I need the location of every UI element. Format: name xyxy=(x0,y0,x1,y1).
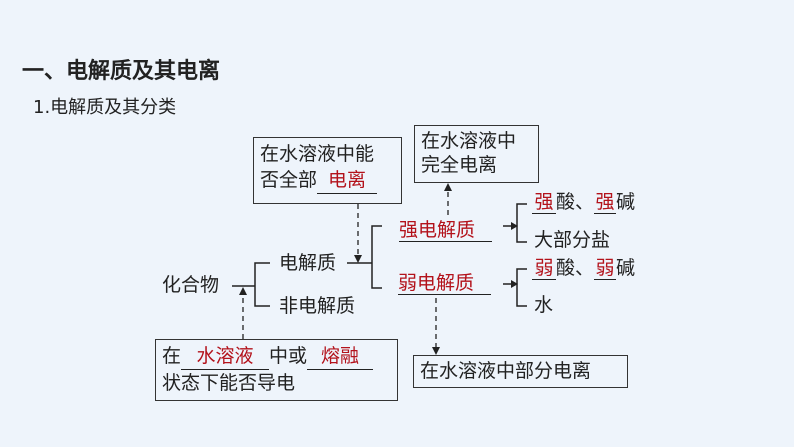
full-line2: 完全电离 xyxy=(421,154,498,176)
partial-ionization-box: 在水溶液中部分电离 xyxy=(413,355,628,388)
compound-label: 化合物 xyxy=(162,274,220,296)
conduct-p1: 在 xyxy=(162,345,182,367)
conduct-blank2: 熔融 xyxy=(307,343,374,370)
non-electrolyte-label: 非电解质 xyxy=(279,295,356,317)
strong-acid-base: 强酸、强碱 xyxy=(532,191,635,214)
full-line1: 在水溶液中 xyxy=(421,130,517,152)
electrolyte-label: 电解质 xyxy=(279,252,337,274)
conduct-p2: 中或 xyxy=(269,345,308,367)
most-salts: 大部分盐 xyxy=(534,229,611,251)
criterion-blank: 电离 xyxy=(317,167,378,194)
criterion-line1: 在水溶液中能 xyxy=(260,143,375,165)
conduct-line2: 状态下能否导电 xyxy=(162,372,296,394)
conductivity-box: 在水溶液中或熔融 状态下能否导电 xyxy=(155,339,398,401)
subtitle: 1.电解质及其分类 xyxy=(33,97,177,118)
strong-electrolyte-label: 强电解质 xyxy=(399,219,492,242)
conduct-blank1: 水溶液 xyxy=(181,343,270,370)
water: 水 xyxy=(534,294,554,316)
weak-electrolyte-label: 弱电解质 xyxy=(398,272,491,295)
criterion-box: 在水溶液中能 否全部电离 xyxy=(253,137,402,204)
section-title: 一、电解质及其电离 xyxy=(22,59,221,84)
criterion-prefix: 否全部 xyxy=(260,169,318,191)
weak-acid-base: 弱酸、弱碱 xyxy=(532,257,635,280)
full-ionization-box: 在水溶液中 完全电离 xyxy=(414,125,539,183)
